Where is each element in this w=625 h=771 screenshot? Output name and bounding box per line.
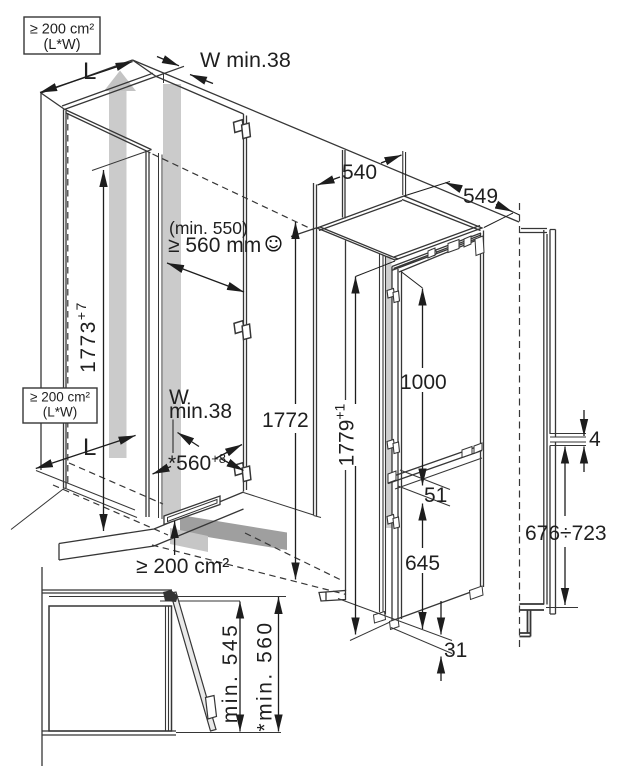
svg-text:L: L xyxy=(83,58,96,85)
svg-text:min. 545: min. 545 xyxy=(219,623,242,724)
svg-text:min.38: min.38 xyxy=(169,400,232,423)
svg-text:(L*W): (L*W) xyxy=(43,405,78,420)
svg-text:31: 31 xyxy=(444,639,467,662)
svg-text:≥ 200 cm²: ≥ 200 cm² xyxy=(30,22,95,38)
svg-text:*560+8: *560+8 xyxy=(168,451,226,475)
svg-text:1772: 1772 xyxy=(262,409,309,432)
svg-text:1000: 1000 xyxy=(400,371,447,394)
svg-text:W min.38: W min.38 xyxy=(200,48,291,72)
svg-text:W: W xyxy=(169,386,189,409)
svg-text:1779+1: 1779+1 xyxy=(332,403,359,466)
svg-text:≥ 200 cm²: ≥ 200 cm² xyxy=(136,555,229,578)
svg-text:4: 4 xyxy=(589,428,601,451)
svg-text:≥ 200 cm²: ≥ 200 cm² xyxy=(30,390,90,405)
svg-text:≥ 560 mm: ≥ 560 mm xyxy=(168,234,261,257)
svg-text:L: L xyxy=(83,434,96,461)
svg-text:645: 645 xyxy=(405,552,440,575)
svg-text:(min. 550): (min. 550) xyxy=(169,218,248,238)
svg-text:540: 540 xyxy=(342,161,377,184)
svg-text:51: 51 xyxy=(424,484,447,507)
svg-text:1773+7: 1773+7 xyxy=(73,301,100,373)
svg-text:676÷723: 676÷723 xyxy=(525,522,607,545)
svg-text:549: 549 xyxy=(463,185,498,208)
svg-text:(L*W): (L*W) xyxy=(43,37,80,53)
svg-text:*min. 560: *min. 560 xyxy=(254,620,277,731)
